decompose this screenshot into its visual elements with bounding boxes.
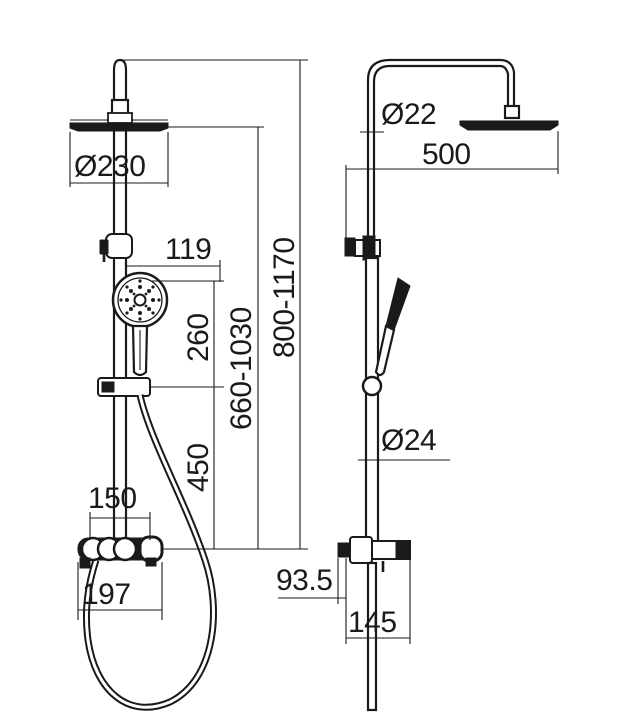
dim-lower-pipe: Ø24	[358, 424, 450, 466]
dim-spout-projection: 145	[345, 558, 411, 644]
label-hand-shower-height: 260	[182, 313, 215, 362]
label-arm-projection: 500	[422, 138, 471, 171]
label-spout-offset: 93.5	[276, 564, 332, 597]
side-mixer	[337, 536, 411, 572]
label-lower-pipe: Ø24	[381, 424, 436, 457]
dim-hand-shower-height: 260	[152, 280, 224, 387]
dim-rail-range: 660-1030	[130, 126, 264, 549]
side-lower-rail	[364, 256, 380, 547]
front-head-connector	[110, 98, 130, 116]
side-outlet-pipe	[366, 561, 378, 712]
side-wall-bracket	[344, 235, 381, 264]
front-shower-head	[69, 122, 169, 132]
label-arm-distance: 119	[165, 233, 211, 266]
dim-head-diameter: Ø230	[69, 132, 169, 187]
label-mixer-body: 150	[88, 482, 137, 515]
dim-mixer-total: 197	[77, 562, 163, 620]
front-view: Ø230 119 260 450 660-1030	[69, 58, 308, 711]
front-wall-bracket	[99, 233, 133, 262]
dim-slider-to-mixer: 450	[150, 386, 224, 549]
side-shower-head	[459, 120, 559, 131]
dim-mixer-body: 150	[88, 482, 151, 540]
label-upper-pipe: Ø22	[381, 98, 436, 131]
label-total-height: 800-1170	[268, 237, 301, 358]
label-slider-to-mixer: 450	[182, 443, 215, 492]
label-rail-range: 660-1030	[225, 307, 258, 430]
side-slider-holder	[361, 375, 383, 397]
front-hand-shower	[111, 271, 169, 377]
dim-upper-pipe: Ø22	[360, 98, 437, 138]
front-slider-holder	[97, 377, 151, 397]
label-spout-projection: 145	[348, 606, 397, 639]
dim-spout-offset: 93.5	[276, 558, 346, 604]
dim-arm-projection: 500	[345, 131, 559, 240]
label-mixer-total: 197	[82, 578, 131, 611]
side-view: Ø22 500 Ø24 93.5 145	[276, 58, 559, 712]
front-mixer	[77, 535, 164, 569]
side-hand-shower	[374, 277, 411, 377]
dim-total-height: 800-1170	[122, 59, 308, 549]
label-head-diameter: Ø230	[74, 150, 145, 183]
dim-arm-distance: 119	[126, 233, 221, 282]
